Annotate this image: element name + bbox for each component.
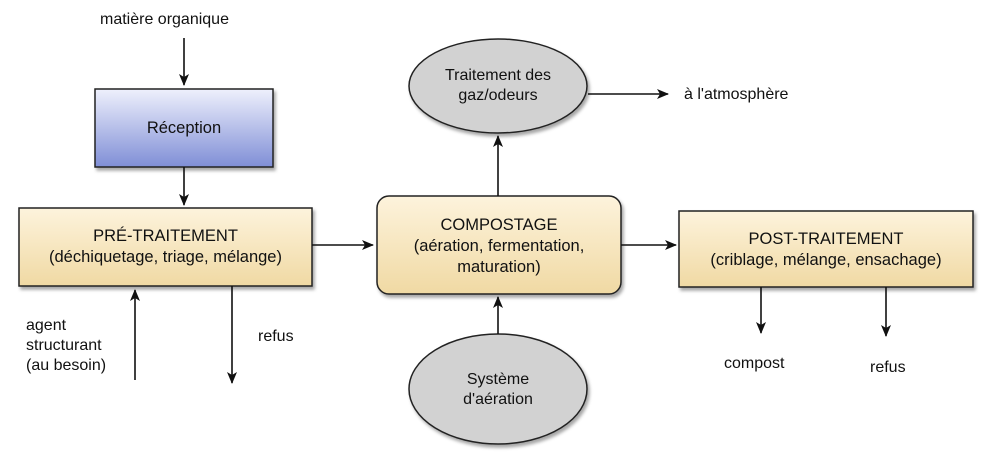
structuring-agent-line1: agent (26, 317, 67, 334)
pretreatment-box (18, 207, 313, 287)
pretreatment-detail: (déchiquetage, triage, mélange) (49, 248, 282, 266)
gas-treatment-ellipse (408, 38, 588, 134)
posttreatment-reject-label: refus (870, 359, 906, 376)
gas-treatment-line1: Traitement des (444, 67, 552, 84)
structuring-agent-line3: (au besoin) (26, 357, 107, 374)
composting-detail-line2: maturation) (457, 258, 541, 276)
gas-treatment-line2: gaz/odeurs (458, 87, 538, 104)
composting-detail-line1: (aération, fermentation, (413, 237, 585, 255)
reception-box (94, 88, 274, 168)
compost-label: compost (724, 355, 785, 372)
structuring-agent-line2: structurant (26, 337, 102, 354)
atmosphere-label: à l'atmosphère (684, 86, 789, 103)
aeration-system-line1: Système (466, 371, 530, 388)
posttreatment-box (678, 210, 974, 288)
posttreatment-detail: (criblage, mélange, ensachage) (710, 251, 942, 269)
composting-title: COMPOSTAGE (440, 216, 558, 234)
pretreatment-reject-label: refus (258, 328, 294, 345)
organic-matter-label: matière organique (100, 11, 229, 28)
aeration-system-line2: d'aération (463, 391, 533, 408)
pretreatment-title: PRÉ-TRAITEMENT (93, 227, 238, 245)
reception-label: Réception (146, 119, 222, 137)
posttreatment-title: POST-TRAITEMENT (748, 230, 904, 248)
